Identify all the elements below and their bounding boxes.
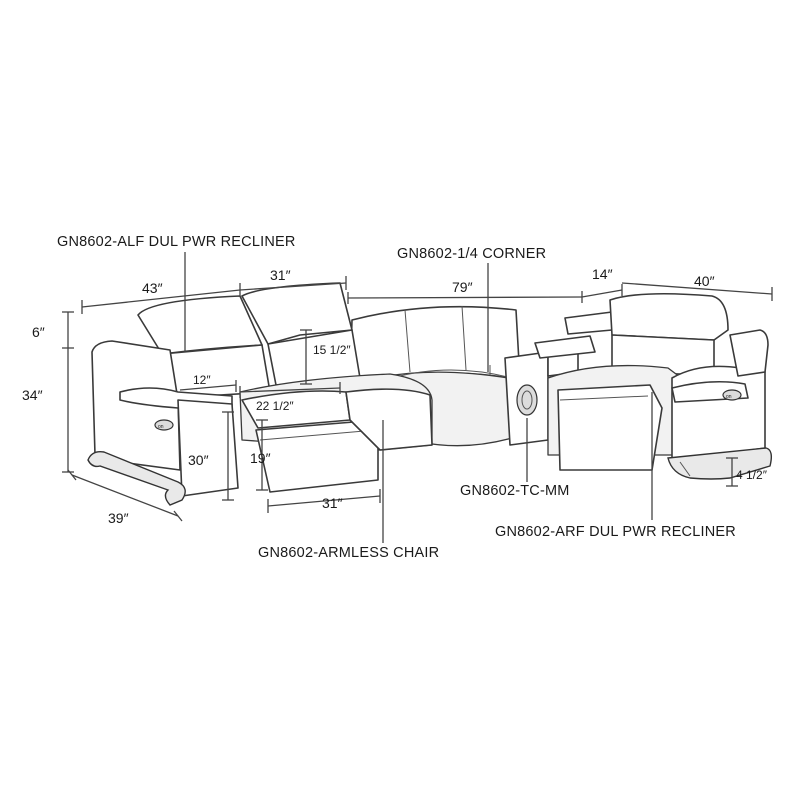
- dim-43: 43″: [142, 280, 163, 296]
- label-alf-recliner: GN8602-ALF DUL PWR RECLINER: [57, 234, 296, 250]
- dim-12: 12″: [193, 373, 211, 387]
- dim-40: 40″: [694, 273, 715, 289]
- dim-19: 19″: [250, 450, 271, 466]
- dim-30: 30″: [188, 452, 209, 468]
- dim-31-bottom: 31″: [322, 495, 343, 511]
- label-armless-chair: GN8602-ARMLESS CHAIR: [258, 545, 439, 561]
- dim-39: 39″: [108, 510, 129, 526]
- power-button-icon: on: [722, 389, 742, 401]
- dim-15-5: 15 1/2″: [313, 343, 351, 357]
- leader-lines: [184, 252, 653, 543]
- armless-chair: [239, 282, 433, 493]
- svg-text:on: on: [726, 394, 732, 400]
- sectional-drawing: on: [87, 282, 773, 506]
- dim-34: 34″: [22, 387, 43, 403]
- dim-22-5: 22 1/2″: [256, 399, 294, 413]
- dim-31-top: 31″: [270, 267, 291, 283]
- power-button-icon: on: [154, 419, 174, 431]
- dim-6: 6″: [32, 324, 45, 340]
- dim-79: 79″: [452, 279, 473, 295]
- label-corner: GN8602-1/4 CORNER: [397, 246, 546, 262]
- metal-base-right: [667, 447, 773, 480]
- metal-base-left: [87, 450, 186, 506]
- dim-14: 14″: [592, 266, 613, 282]
- dim-4-5: 4 1/2″: [736, 468, 768, 482]
- arf-recliner: on: [547, 292, 773, 480]
- part-labels: GN8602-ALF DUL PWR RECLINER GN8602-1/4 C…: [57, 234, 736, 561]
- dimension-labels: 43″ 31″ 79″ 14″ 40″ 6″ 34″ 39″ 12″ 15 1/…: [22, 266, 768, 526]
- label-tc-mm: GN8602-TC-MM: [460, 483, 570, 499]
- dimension-lines: [62, 276, 773, 522]
- cup-holder-icon: [516, 384, 538, 416]
- svg-text:on: on: [158, 424, 164, 430]
- label-arf-recliner: GN8602-ARF DUL PWR RECLINER: [495, 524, 736, 540]
- alf-recliner: on: [87, 295, 271, 506]
